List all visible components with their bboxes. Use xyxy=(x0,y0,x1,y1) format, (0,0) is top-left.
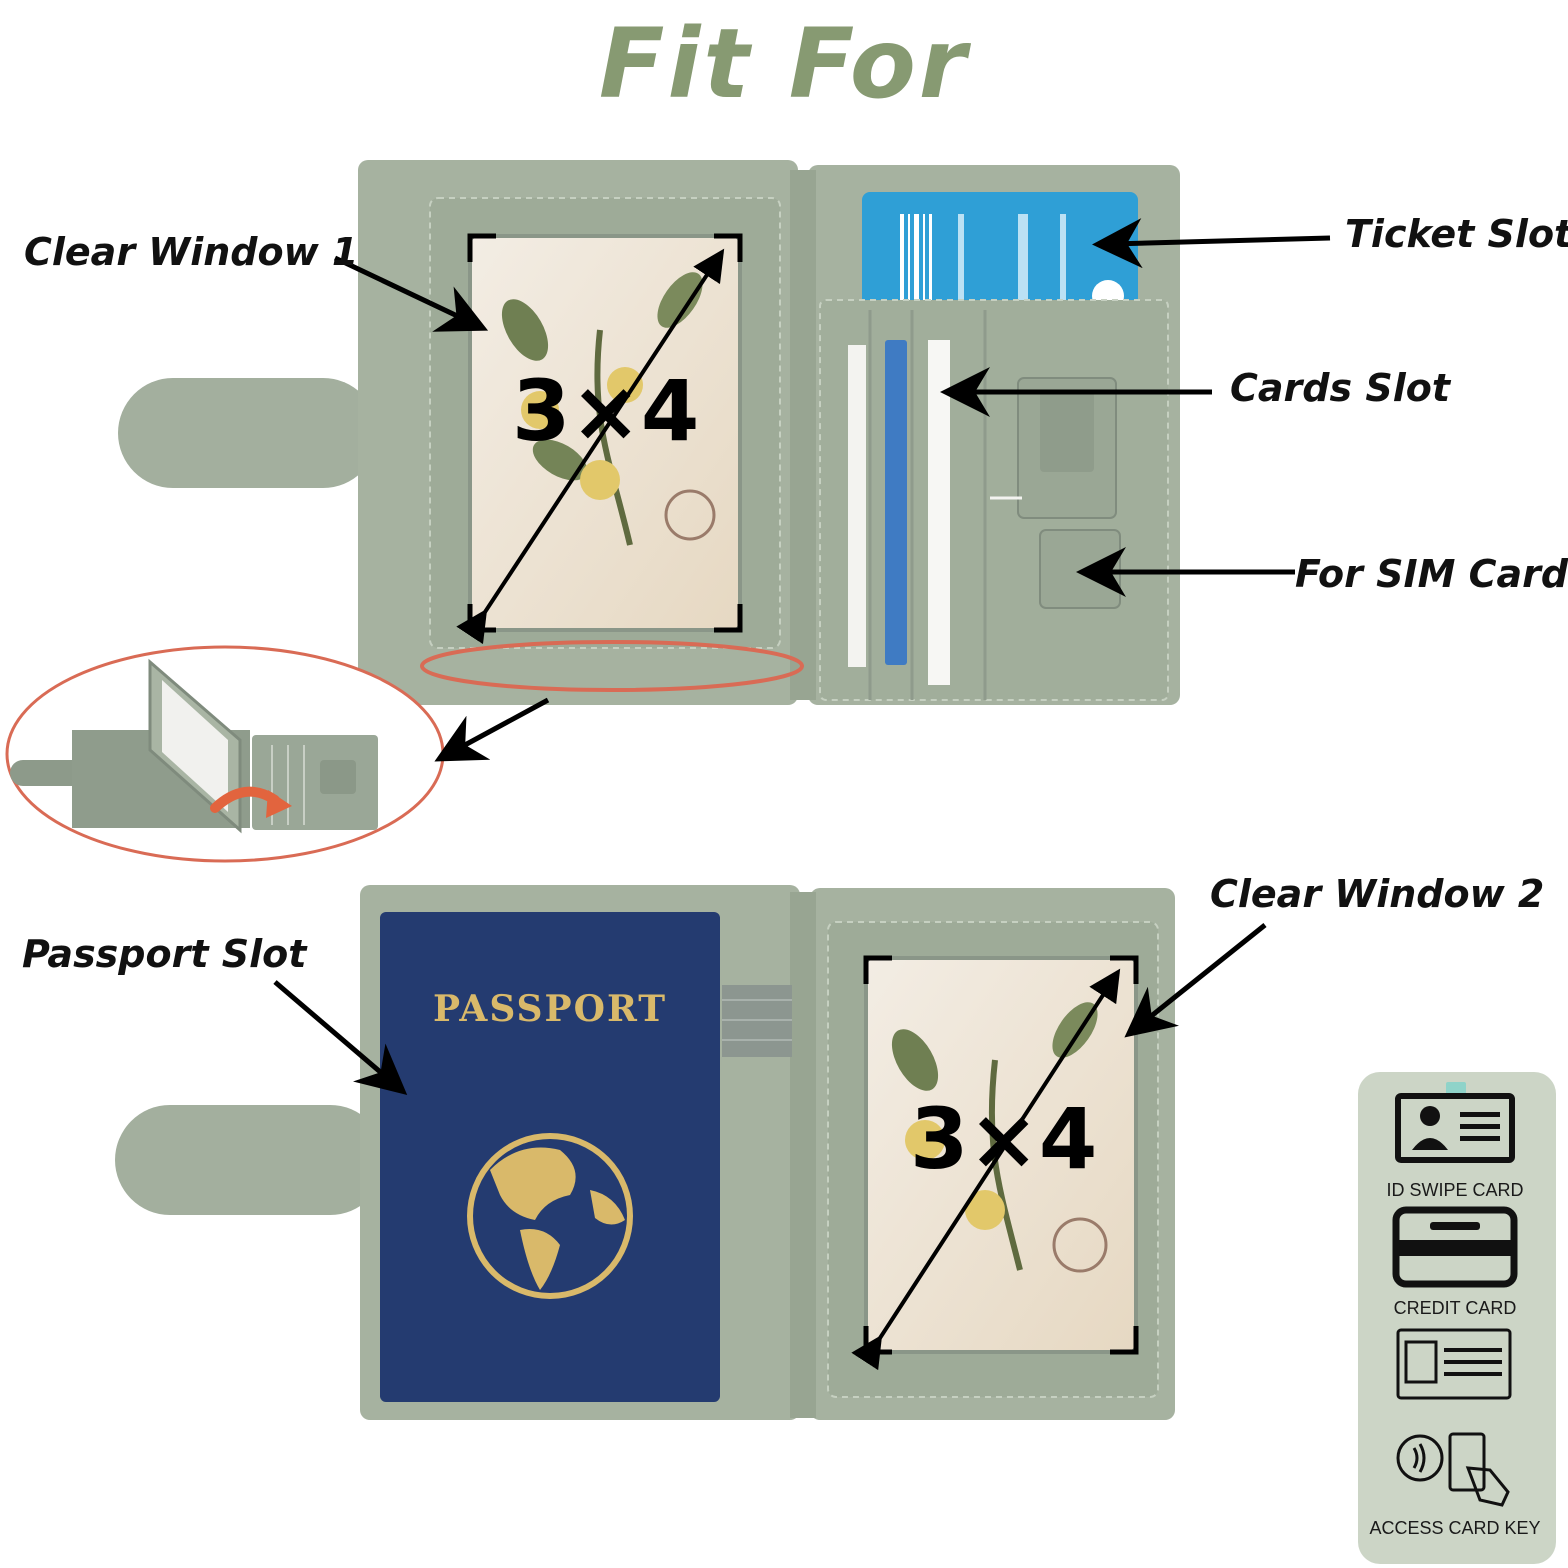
label-cards-slot: Cards Slot xyxy=(1230,366,1450,410)
wallet-passport-bottom xyxy=(115,885,1175,1420)
label-sim-cards: For SIM Cards xyxy=(1295,552,1568,596)
credit-card-icon xyxy=(1392,1206,1518,1288)
photo-size-top: 3×4 xyxy=(512,362,700,460)
card-type-label: ID SWIPE CARD xyxy=(1386,1180,1524,1200)
label-clear-window-2: Clear Window 2 xyxy=(1210,872,1545,916)
card-types-panel xyxy=(1358,1072,1556,1564)
photo-size-bottom: 3×4 xyxy=(910,1090,1098,1188)
page-title: Fit For xyxy=(598,8,970,120)
passport-title: PASSPORT xyxy=(432,988,668,1030)
card-type-label: CREDIT CARD xyxy=(1393,1298,1517,1318)
card-type-label: ACCESS CARD KEY xyxy=(1369,1518,1541,1538)
label-ticket-slot: Ticket Slot xyxy=(1345,212,1568,256)
callout-arrows xyxy=(273,218,1331,1095)
label-passport-slot: Passport Slot xyxy=(22,932,307,976)
id-badge-icon xyxy=(1395,1093,1515,1163)
stand-demo-inset xyxy=(5,645,445,863)
access-card-key-icon xyxy=(1396,1432,1510,1507)
label-clear-window-1: Clear Window 1 xyxy=(24,230,359,274)
id-card-icon xyxy=(1396,1328,1512,1400)
